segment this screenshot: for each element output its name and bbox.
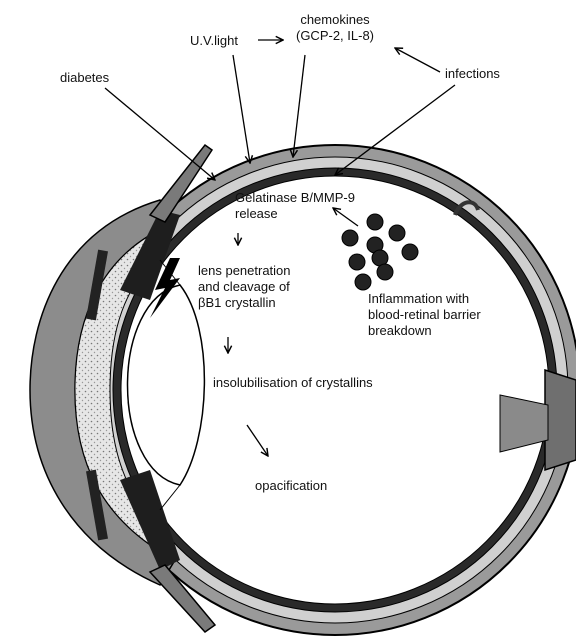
infections-label: infections [445,66,500,82]
optic-nerve [545,370,576,470]
lens-line3: βB1 crystallin [198,295,291,311]
inflammation-label: Inflammation with blood-retinal barrier … [368,291,481,339]
lens-line1: lens penetration [198,263,291,279]
lens-cleavage-label: lens penetration and cleavage of βB1 cry… [198,263,291,311]
gelatinase-label: Gelatinase B/MMP-9 release [235,190,355,222]
arrow-chemokines-down [293,55,305,157]
gelatinase-line2: release [235,206,355,222]
arrow-diabetes [105,88,215,180]
opacification-label: opacification [255,478,327,494]
lens-line2: and cleavage of [198,279,291,295]
chemokines-line2: (GCP-2, IL-8) [285,28,385,44]
inflammation-line1: Inflammation with [368,291,481,307]
inflammation-line3: breakdown [368,323,481,339]
uv-light-label: U.V.light [190,33,238,49]
chemokines-label: chemokines (GCP-2, IL-8) [285,12,385,44]
gelatinase-line1: Gelatinase B/MMP-9 [235,190,355,206]
arrow-infections-chemokines [395,48,440,72]
insolubilisation-label: insolubilisation of crystallins [213,375,373,391]
diabetes-label: diabetes [60,70,109,86]
arrow-uv-down [233,55,250,163]
chemokines-line1: chemokines [285,12,385,28]
inflammation-line2: blood-retinal barrier [368,307,481,323]
